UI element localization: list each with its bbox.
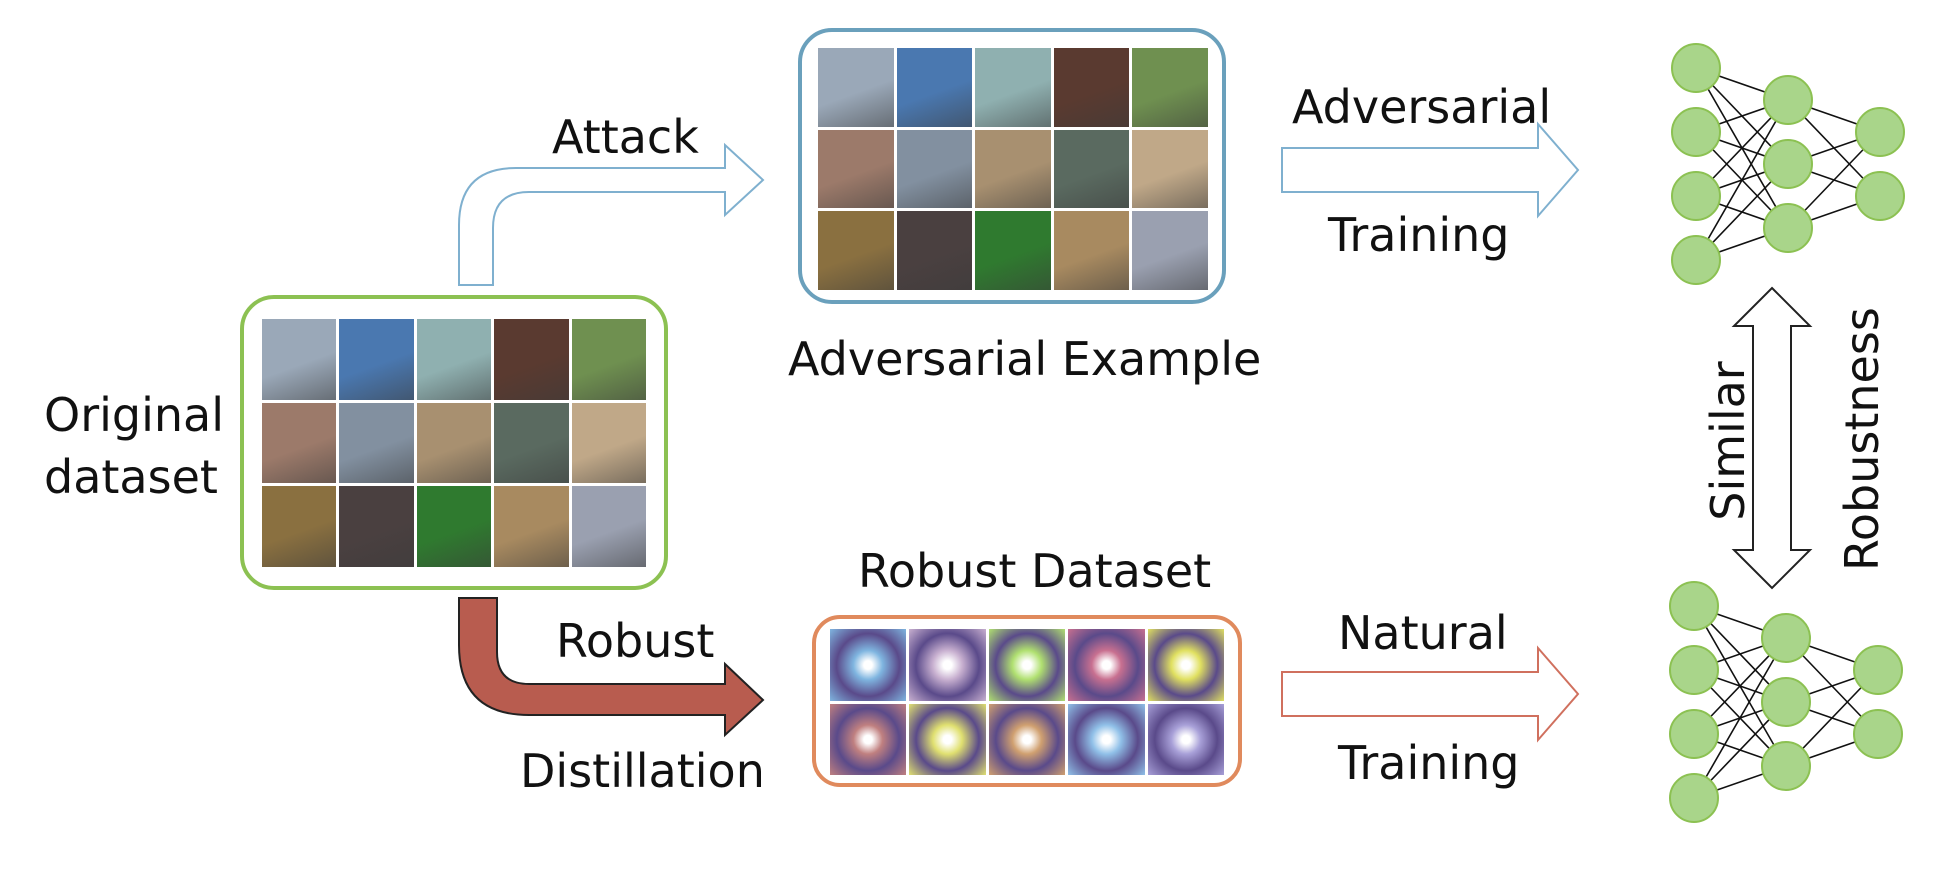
adversarial-training-label-line2: Training (1328, 208, 1510, 262)
adversarial-image-tile (896, 211, 973, 290)
robust-image-tile (1068, 629, 1145, 701)
robust-label: Robust (556, 614, 715, 668)
original-image-tile (339, 486, 414, 567)
original-image-grid (262, 319, 646, 567)
adversarial-training-label-line1: Adversarial (1292, 80, 1552, 134)
robust-image-tile (909, 703, 986, 775)
robust-dataset-box (812, 615, 1242, 787)
similar-label: Similar (1701, 361, 1755, 521)
original-image-tile (571, 319, 646, 400)
robust-image-tile (1147, 703, 1224, 775)
network-neuron (1669, 773, 1719, 823)
adversarial-image-tile (1053, 48, 1130, 127)
adversarial-image-tile (1053, 129, 1130, 209)
adversarial-training-arrow (1281, 121, 1580, 219)
adversarial-image-tile (1053, 211, 1130, 290)
robust-image-tile (909, 629, 986, 701)
network-neuron (1671, 171, 1721, 221)
original-image-tile (571, 402, 646, 484)
robust-dataset-label: Robust Dataset (858, 544, 1212, 598)
network-neuron (1855, 107, 1905, 157)
original-dataset-label-line1: Original (44, 388, 225, 442)
network-neuron (1763, 75, 1813, 125)
original-image-tile (262, 486, 337, 567)
original-image-tile (262, 402, 337, 484)
adversarial-image-tile (818, 48, 894, 127)
natural-training-label-line2: Training (1338, 736, 1520, 790)
original-image-tile (494, 486, 569, 567)
original-image-tile (494, 402, 569, 484)
adversarial-image-tile (1132, 48, 1208, 127)
network-neuron (1853, 645, 1903, 695)
network-neuron (1669, 581, 1719, 631)
original-dataset-label-line2: dataset (44, 450, 218, 504)
robustness-label: Robustness (1835, 307, 1889, 571)
robust-image-grid (830, 629, 1224, 775)
original-image-tile (339, 402, 414, 484)
naturally-trained-network (1669, 581, 1903, 823)
original-image-tile (262, 319, 337, 400)
original-image-tile (571, 486, 646, 567)
original-image-tile (494, 319, 569, 400)
attack-label: Attack (552, 110, 699, 164)
adversarial-image-tile (975, 129, 1051, 209)
adversarial-example-box (798, 28, 1226, 304)
network-neuron (1763, 139, 1813, 189)
network-neuron (1671, 107, 1721, 157)
distillation-label: Distillation (520, 744, 765, 798)
adversarial-image-tile (1132, 129, 1208, 209)
adversarial-trained-network (1671, 43, 1905, 285)
network-neuron (1761, 613, 1811, 663)
attack-arrow (458, 142, 765, 286)
robust-image-tile (1147, 629, 1224, 701)
original-image-tile (416, 486, 492, 567)
similarity-double-arrow (1731, 286, 1813, 590)
adversarial-image-grid (818, 48, 1208, 290)
network-neuron (1669, 645, 1719, 695)
original-image-tile (416, 402, 492, 484)
adversarial-example-label: Adversarial Example (788, 332, 1262, 386)
adversarial-image-tile (896, 48, 973, 127)
network-neuron (1671, 43, 1721, 93)
network-neuron (1853, 709, 1903, 759)
natural-training-arrow (1281, 645, 1580, 743)
robust-image-tile (830, 703, 907, 775)
original-dataset-box (240, 295, 668, 590)
distillation-arrow (458, 597, 765, 738)
network-neuron (1671, 235, 1721, 285)
network-neuron (1763, 203, 1813, 253)
network-neuron (1761, 677, 1811, 727)
adversarial-image-tile (975, 211, 1051, 290)
network-neuron (1855, 171, 1905, 221)
network-neuron (1669, 709, 1719, 759)
robust-image-tile (830, 629, 907, 701)
original-image-tile (339, 319, 414, 400)
network-connection (1693, 637, 1787, 799)
network-neuron (1761, 741, 1811, 791)
original-image-tile (416, 319, 492, 400)
natural-training-label-line1: Natural (1338, 606, 1508, 660)
adversarial-image-tile (975, 48, 1051, 127)
adversarial-image-tile (1132, 211, 1208, 290)
adversarial-image-tile (818, 129, 894, 209)
robust-image-tile (988, 703, 1066, 775)
adversarial-image-tile (818, 211, 894, 290)
robust-image-tile (988, 629, 1066, 701)
network-connection (1695, 99, 1789, 261)
robust-image-tile (1068, 703, 1145, 775)
adversarial-image-tile (896, 129, 973, 209)
